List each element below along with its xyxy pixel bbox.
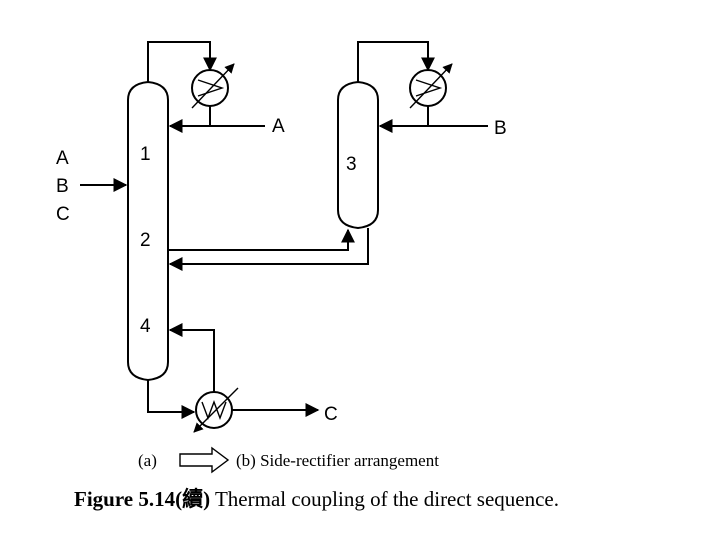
- feed-label-b: B: [56, 176, 69, 197]
- product-a-label: A: [272, 116, 285, 137]
- main-reflux-line: [168, 106, 211, 133]
- hollow-arrow: [179, 446, 230, 474]
- product-c-label: C: [324, 404, 338, 425]
- caption-part-b: (b) Side-rectifier arrangement: [236, 451, 439, 470]
- caption-part-a: (a): [138, 451, 157, 470]
- figure-caption: Figure 5.14(續) Thermal coupling of the d…: [74, 487, 559, 511]
- figure-label: Figure 5.14(續): [74, 487, 210, 511]
- main-overhead-line: [147, 41, 217, 82]
- section-4-label: 4: [140, 316, 151, 337]
- section-1-label: 1: [140, 144, 151, 165]
- main-column: [127, 80, 169, 382]
- liquid-return-line: [168, 228, 369, 271]
- product-b-label: B: [494, 118, 507, 139]
- figure-title: Thermal coupling of the direct sequence.: [210, 487, 559, 511]
- section-3-label: 3: [346, 154, 357, 175]
- bottoms-line: [147, 380, 196, 419]
- boilup-return-line: [168, 323, 215, 392]
- condenser-main: [191, 63, 235, 109]
- condenser-side: [409, 63, 453, 109]
- side-rectifier-column: [337, 80, 379, 230]
- reboiler: [193, 387, 239, 433]
- feed-label-c: C: [56, 204, 70, 225]
- feed-label-a: A: [56, 148, 69, 169]
- section-2-label: 2: [140, 230, 151, 251]
- side-reflux-line: [378, 106, 429, 133]
- vapor-sidedraw-line: [168, 228, 355, 251]
- side-overhead-line: [357, 41, 435, 82]
